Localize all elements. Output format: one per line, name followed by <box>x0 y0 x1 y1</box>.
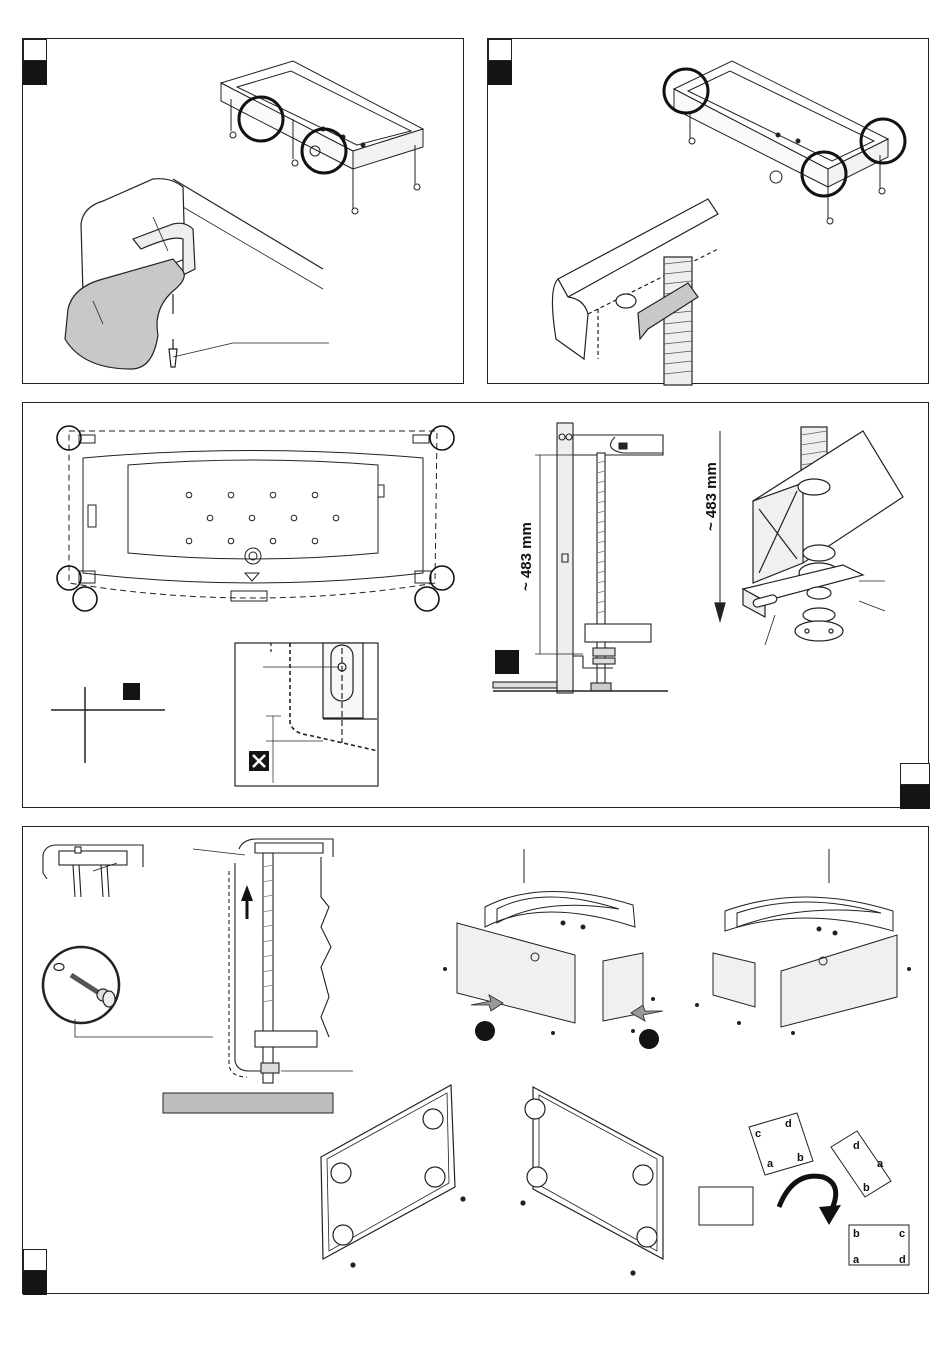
up-arrow-icon <box>241 885 253 919</box>
corner-label-d-2: d <box>853 1140 860 1152</box>
panel-step-2 <box>487 38 929 384</box>
apron-section-view <box>193 839 353 1083</box>
corner-label-a-2: a <box>877 1158 884 1170</box>
corner-label-d-3: d <box>899 1254 906 1266</box>
corner-label-c-3: c <box>899 1228 905 1240</box>
rotate-arrow-icon <box>779 1176 841 1225</box>
corner-label-b-1: b <box>797 1152 804 1164</box>
elevation-marker-square <box>495 650 519 674</box>
threaded-rod-detail <box>552 199 718 385</box>
apron-assembly-one-piece <box>696 849 911 1035</box>
rim-clip-detail <box>43 845 143 897</box>
x-mark-icon <box>249 751 269 771</box>
crosshair-marker-square <box>123 683 140 700</box>
corner-label-b-3: b <box>853 1228 860 1240</box>
panel-step-3: ~ 483 mm <box>22 402 929 808</box>
apron-panel-right <box>521 1087 663 1275</box>
template-sheet-1 <box>749 1113 813 1175</box>
corner-label-a-1: a <box>767 1158 774 1170</box>
step-a-badge <box>475 1021 495 1041</box>
corner-label-c-1: c <box>755 1128 761 1140</box>
panel-4-illustration: c d a b d b a c b a d <box>23 827 930 1295</box>
leg-height-right-label: ~ 483 mm <box>703 462 720 531</box>
panel-2-illustration <box>488 39 930 385</box>
foot-closeup-view <box>715 427 903 645</box>
panel-step-4: c d a b d b a c b a d <box>22 826 929 1294</box>
step-b-badge <box>639 1029 659 1049</box>
crosshair-diagram <box>51 687 165 763</box>
screw-icon <box>43 947 213 1037</box>
bathtub-top-view <box>69 431 437 601</box>
template-placeholder-box <box>699 1187 753 1225</box>
floor-section <box>163 1093 333 1113</box>
corner-label-a-3: a <box>853 1254 860 1266</box>
corner-label-b-2: b <box>863 1182 870 1194</box>
leg-height-left-label: ~ 483 mm <box>518 522 535 591</box>
panel-1-illustration <box>23 39 465 385</box>
corner-label-d-1: d <box>785 1118 792 1130</box>
apron-assembly-two-piece <box>444 849 655 1035</box>
panel-3-illustration: ~ 483 mm <box>23 403 930 809</box>
panel-step-1 <box>22 38 464 384</box>
apron-panel-left <box>321 1085 465 1267</box>
overflow-cover-detail <box>65 179 329 369</box>
